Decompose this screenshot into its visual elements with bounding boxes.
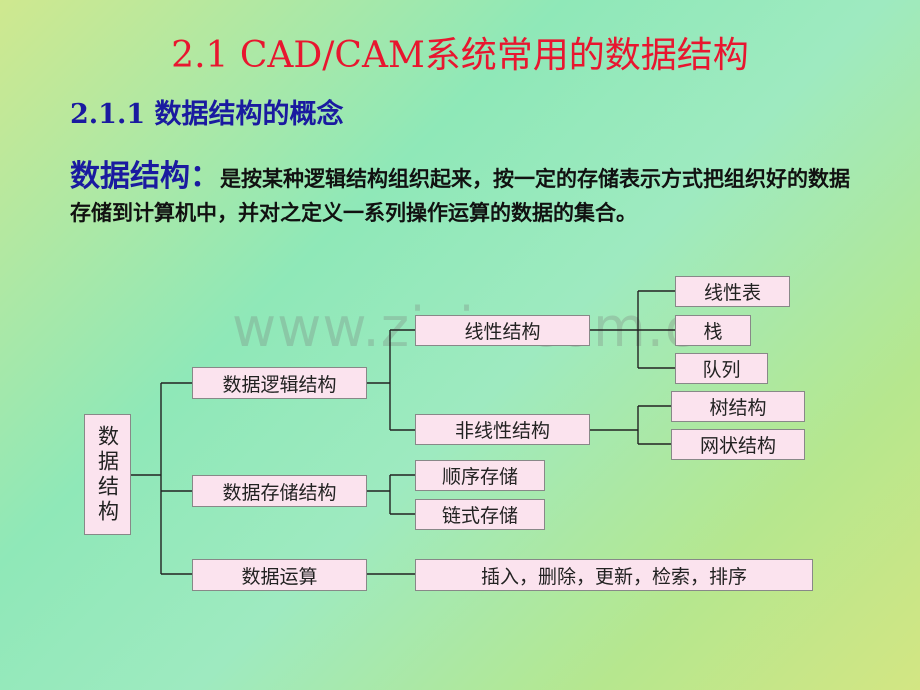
node-nonlinear-structure: 非线性结构 [415, 414, 590, 445]
node-stack: 栈 [675, 315, 751, 346]
node-linked-storage: 链式存储 [415, 499, 545, 530]
definition-text: 是按某种逻辑结构组织起来，按一定的存储表示方式把组织好的数据存储到计算机中，并对… [70, 167, 850, 225]
node-linear-list: 线性表 [675, 276, 790, 307]
node-sequential-storage: 顺序存储 [415, 460, 545, 491]
node-logical-structure: 数据逻辑结构 [192, 367, 367, 399]
node-tree-structure: 树结构 [671, 391, 805, 422]
node-queue: 队列 [675, 353, 768, 384]
slide-title: 2.1 CAD/CAM系统常用的数据结构 [171, 35, 749, 76]
definition-term: 数据结构： [70, 159, 220, 194]
node-data-structure: 数据结构 [84, 414, 131, 535]
node-data-operations: 数据运算 [192, 559, 367, 591]
node-operation-list: 插入，删除，更新，检索，排序 [415, 559, 813, 591]
node-graph-structure: 网状结构 [671, 429, 805, 460]
node-linear-structure: 线性结构 [415, 315, 590, 346]
section-heading: 2.1.1 数据结构的概念 [70, 99, 344, 130]
definition-paragraph: 数据结构：是按某种逻辑结构组织起来，按一定的存储表示方式把组织好的数据存储到计算… [70, 160, 850, 230]
node-storage-structure: 数据存储结构 [192, 475, 367, 507]
